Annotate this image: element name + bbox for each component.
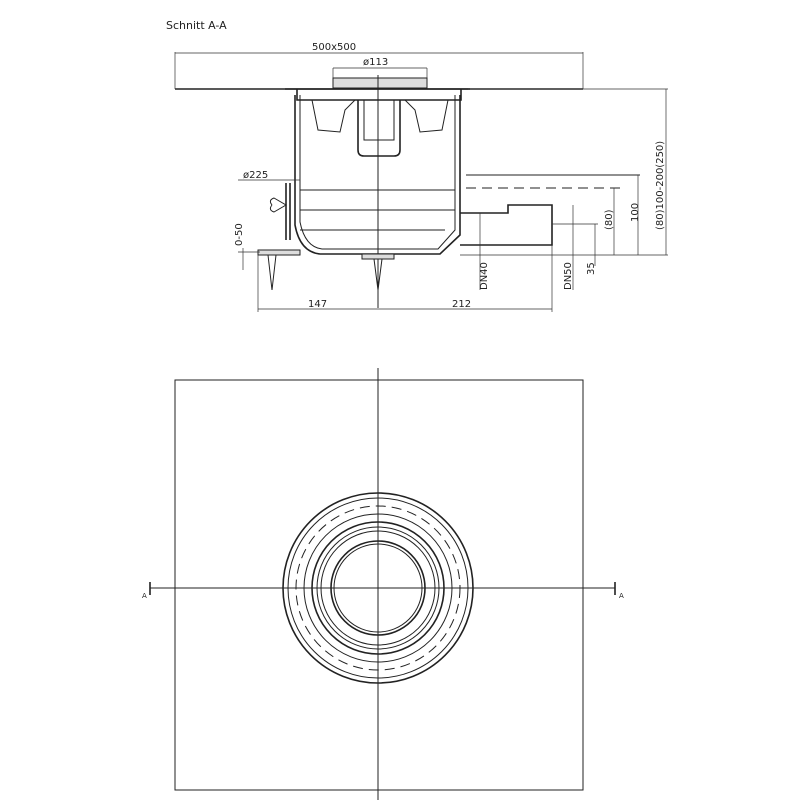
dn50-label: DN50 [563, 262, 574, 290]
adjust-range-label: 0-50 [234, 223, 245, 246]
dn40-label: DN40 [479, 262, 490, 290]
height-80-label: (80) [604, 209, 615, 230]
height-range-label: (80)100-200(250) [655, 141, 666, 230]
dim-35-label: 35 [586, 262, 597, 275]
grate [332, 77, 428, 89]
dim-212-label: 212 [452, 299, 471, 310]
plate-outline [174, 379, 584, 791]
dim-147-label: 147 [308, 299, 327, 310]
flange-outer [282, 492, 474, 684]
plan-view: A A [142, 368, 624, 800]
section-mark-left: A [142, 592, 147, 600]
drain-body [294, 95, 461, 255]
plate-size-label: 500x500 [312, 42, 356, 53]
body-diameter-label: ø225 [243, 170, 268, 181]
grate-diameter-label: ø113 [363, 57, 388, 68]
section-view: 500x500 ø113 [174, 42, 668, 312]
height-100-label: 100 [630, 203, 641, 222]
outlet-opening [330, 540, 426, 636]
section-mark-right: A [619, 592, 624, 600]
drawing-title: Schnitt A-A [166, 19, 227, 32]
